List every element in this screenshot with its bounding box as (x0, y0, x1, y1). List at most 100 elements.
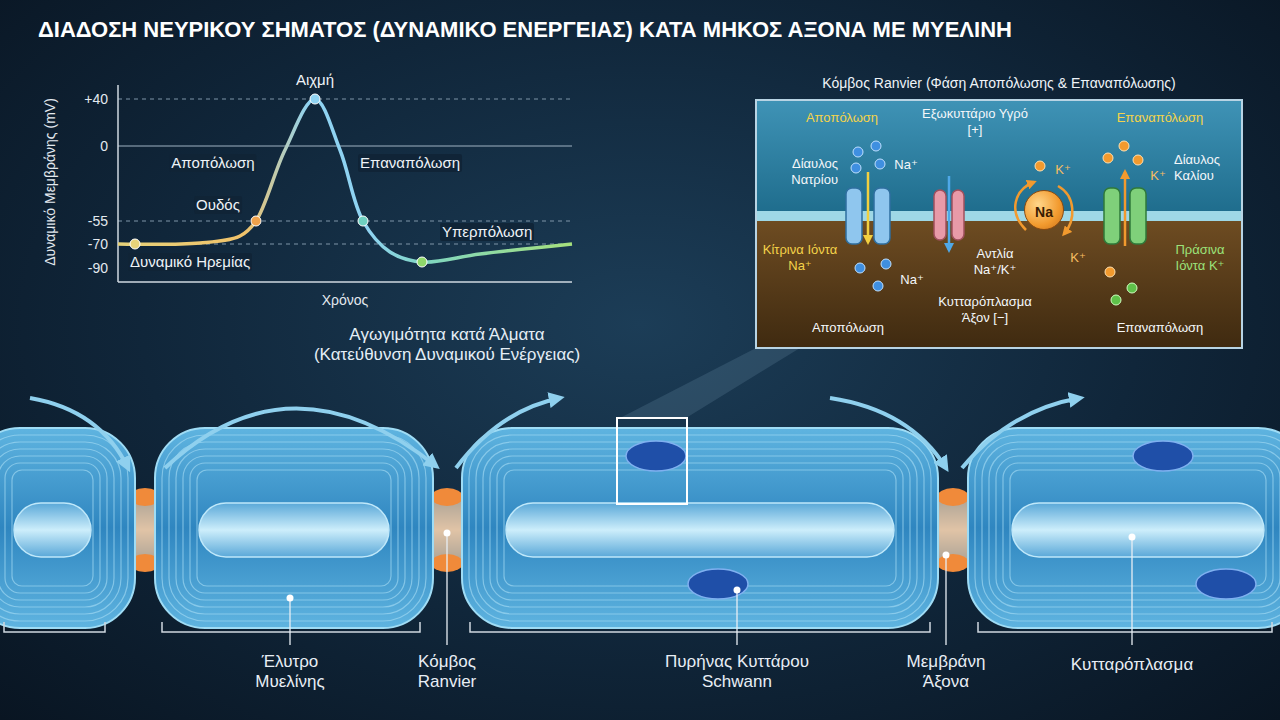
leader-line (945, 558, 946, 645)
sodium-channel (874, 188, 890, 244)
action-potential-curve (118, 99, 572, 262)
part-label: Μεμβράνη Άξονα (896, 652, 996, 693)
potassium-flow-arrow (1124, 172, 1127, 246)
ion (855, 263, 865, 273)
axis-tick: -90 (88, 260, 108, 277)
potassium-channel (1104, 188, 1120, 244)
brackets (4, 530, 1272, 646)
ion-label: K⁺ (1150, 168, 1166, 184)
myelin-segment (155, 428, 433, 628)
ion-label: Na⁺ (894, 157, 917, 173)
myelin-lamella (169, 442, 419, 614)
zoom-wedge (620, 348, 800, 418)
phase-dot (310, 94, 320, 104)
sodium-channel (846, 188, 862, 244)
region-label: Κυτταρόπλασμα Άξον [−] (929, 294, 1041, 325)
axon-inner (1012, 503, 1264, 557)
myelinated-axon (0, 418, 1280, 628)
ranvier-node-inset (756, 100, 1242, 348)
myelin-lamella (0, 435, 128, 621)
myelin-lamella (190, 463, 398, 593)
myelin-lamella (989, 449, 1280, 607)
saltatory-arrow (456, 398, 560, 468)
ion (853, 147, 863, 157)
panel-heading: Κόμβος Ranvier (Φάση Αποπόλωσης & Επαναπ… (756, 70, 1242, 93)
axis-tick: -55 (88, 213, 108, 230)
zoom-highlight (617, 418, 687, 504)
myelin-segment (968, 428, 1280, 628)
ion (871, 141, 881, 151)
grid-line (118, 221, 572, 222)
ion (875, 159, 885, 169)
x-axis (118, 281, 572, 283)
phase-label: Επαναπόλωση (1117, 320, 1204, 336)
ion-label: Na⁺ (900, 272, 923, 288)
phase-label: Αποπόλωση (806, 110, 878, 126)
action-potential-chart (118, 85, 572, 282)
ion (873, 281, 883, 291)
leader-dot (943, 552, 950, 559)
part-label: Πυρήνας Κυττάρου Schwann (652, 652, 822, 693)
ion (1127, 283, 1137, 293)
ion (881, 259, 891, 269)
schwann-nucleus (1133, 441, 1193, 471)
myelin-lamella (176, 449, 412, 607)
direction-label: Αγωγιμότητα κατά Άλματα (Κατεύθυνση Δυνα… (302, 325, 592, 366)
segment-bracket (4, 622, 105, 632)
membrane-band (756, 211, 1242, 221)
segment-bracket (470, 622, 930, 632)
axon-inner (199, 503, 389, 557)
myelin-lamella (483, 449, 917, 607)
myelin-lamella (0, 456, 107, 600)
ion-label: Πράσινα Ιόντα K⁺ (1162, 242, 1238, 273)
myelin-segment (462, 428, 938, 628)
ranvier-node (937, 488, 969, 506)
ranvier-node-glow (937, 497, 969, 563)
saltatory-arrow (962, 398, 1080, 468)
zero-line (118, 146, 572, 147)
ion (1105, 267, 1115, 277)
myelin-lamella (5, 463, 100, 593)
ion (1035, 161, 1045, 171)
leader-line (446, 536, 447, 645)
myelin-lamella (183, 456, 405, 600)
pump-channel (952, 190, 964, 240)
channel-label: Δίαυλος Καλίου (1174, 152, 1240, 183)
part-label: Κόμβος Ranvier (402, 652, 492, 693)
leader-line (736, 593, 737, 645)
pump-circle: Na (1024, 190, 1064, 230)
pump-label: Na (1035, 199, 1053, 222)
ion (851, 163, 861, 173)
channel-label: Δίαυλος Νατρίου (758, 156, 838, 187)
phase-dot (130, 239, 140, 249)
ion (1119, 141, 1129, 151)
myelin-lamella (0, 442, 121, 614)
leader-line (1131, 540, 1132, 645)
myelin-lamella (197, 470, 391, 586)
phase-label: Δυναμικό Ηρεμίας (128, 253, 252, 271)
phase-label: Αποπόλωση (812, 320, 884, 336)
myelin-lamella (975, 435, 1280, 621)
phase-dot (417, 257, 427, 267)
myelin-lamella (469, 435, 931, 621)
y-axis (117, 85, 119, 282)
myelin-segment (0, 428, 135, 628)
segment-bracket (162, 622, 420, 632)
schwann-nucleus (1196, 569, 1256, 599)
schwann-nucleus (626, 441, 686, 471)
ion (1133, 155, 1143, 165)
grid-line (118, 99, 572, 100)
phase-label: Αιχμή (294, 71, 336, 89)
ion-label: K⁺ (1055, 162, 1071, 178)
phase-label: Επαναπόλωση (358, 154, 462, 172)
ion (1111, 295, 1121, 305)
extracellular-band (756, 100, 1242, 212)
axis-title: Δυναμικό Μεμβράνης (mV) (42, 98, 59, 266)
sodium-flow-arrow (867, 172, 870, 242)
leader-dot (1129, 534, 1136, 541)
inset-border (756, 100, 1242, 348)
ranvier-node (937, 554, 969, 572)
pump-channel (934, 190, 946, 240)
